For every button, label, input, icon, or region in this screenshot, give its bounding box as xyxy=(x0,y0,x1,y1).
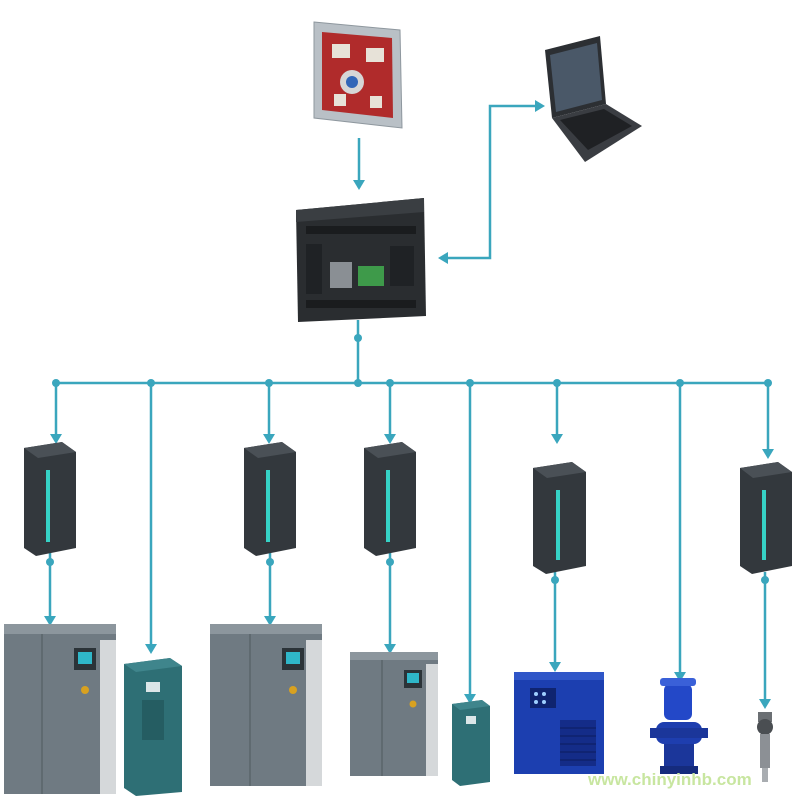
arrowheads xyxy=(44,100,774,709)
hmi-touch-panel-icon xyxy=(313,21,403,129)
io-module-icon xyxy=(364,442,416,556)
io-module-icon xyxy=(244,442,296,556)
bus-junction-dots xyxy=(46,334,772,584)
io-module-icon xyxy=(24,442,76,556)
air-compressor-icon xyxy=(210,624,322,786)
air-dryer-icon xyxy=(514,672,604,774)
connection-lines xyxy=(48,104,770,705)
pump-icon xyxy=(650,678,708,774)
air-compressors xyxy=(4,624,438,794)
io-modules xyxy=(24,442,792,574)
air-compressor-icon xyxy=(4,624,116,794)
plc-controller-icon xyxy=(296,198,426,322)
frequency-inverters xyxy=(124,658,490,796)
watermark-text: www.chinyinhb.com xyxy=(587,770,752,789)
io-module-icon xyxy=(533,462,586,574)
io-module-icon xyxy=(740,462,792,574)
laptop-icon xyxy=(545,36,642,162)
frequency-inverter-icon xyxy=(452,700,490,786)
frequency-inverter-icon xyxy=(124,658,182,796)
pressure-sensor-icon xyxy=(757,712,773,782)
air-compressor-icon xyxy=(350,652,438,776)
